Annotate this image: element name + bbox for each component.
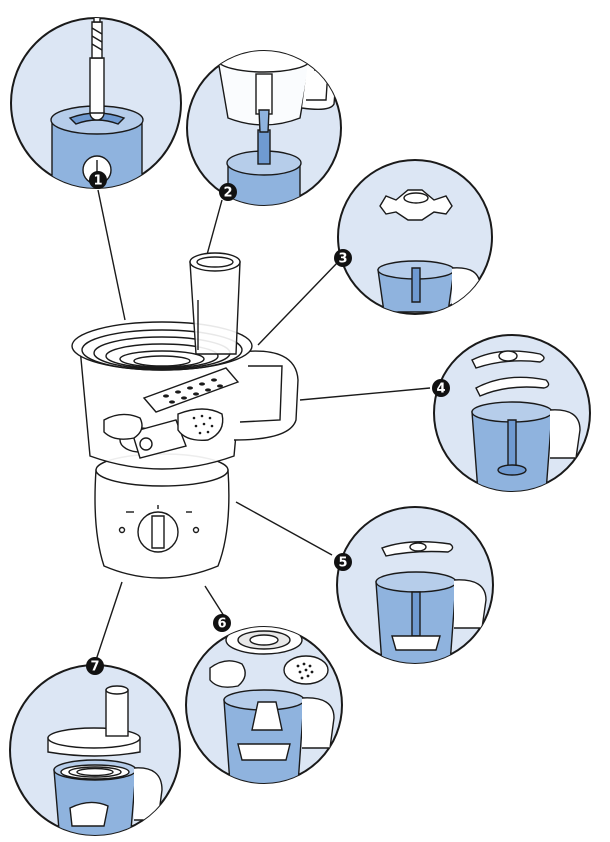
leader-line-1 xyxy=(98,190,125,320)
callout-7: 7 xyxy=(86,657,104,675)
step-4-bubble xyxy=(434,335,590,492)
leader-line-6 xyxy=(205,586,224,616)
callout-4-label: 4 xyxy=(436,382,445,397)
callout-3-label: 3 xyxy=(338,252,347,267)
leader-line-3 xyxy=(258,262,338,345)
callout-2-label: 2 xyxy=(223,186,232,201)
callout-1-label: 1 xyxy=(93,174,102,189)
leader-line-7 xyxy=(96,582,122,660)
leader-line-5 xyxy=(236,502,332,555)
step-7-bubble xyxy=(10,665,180,842)
step-5-bubble xyxy=(337,507,493,664)
callout-7-label: 7 xyxy=(90,660,99,675)
callout-4: 4 xyxy=(432,379,450,397)
step-3-bubble xyxy=(338,160,492,314)
bowl-handle xyxy=(234,351,298,440)
callout-6-label: 6 xyxy=(217,617,226,632)
leader-line-4 xyxy=(300,388,430,400)
callout-2: 2 xyxy=(219,183,237,201)
callout-6: 6 xyxy=(213,614,231,632)
callout-5: 5 xyxy=(334,553,352,571)
callout-5-label: 5 xyxy=(338,556,347,571)
callout-3: 3 xyxy=(334,249,352,267)
step-2-bubble xyxy=(187,48,341,220)
assembled-food-processor xyxy=(72,253,298,578)
callout-1: 1 xyxy=(89,171,107,189)
step-6-bubble xyxy=(186,626,342,784)
